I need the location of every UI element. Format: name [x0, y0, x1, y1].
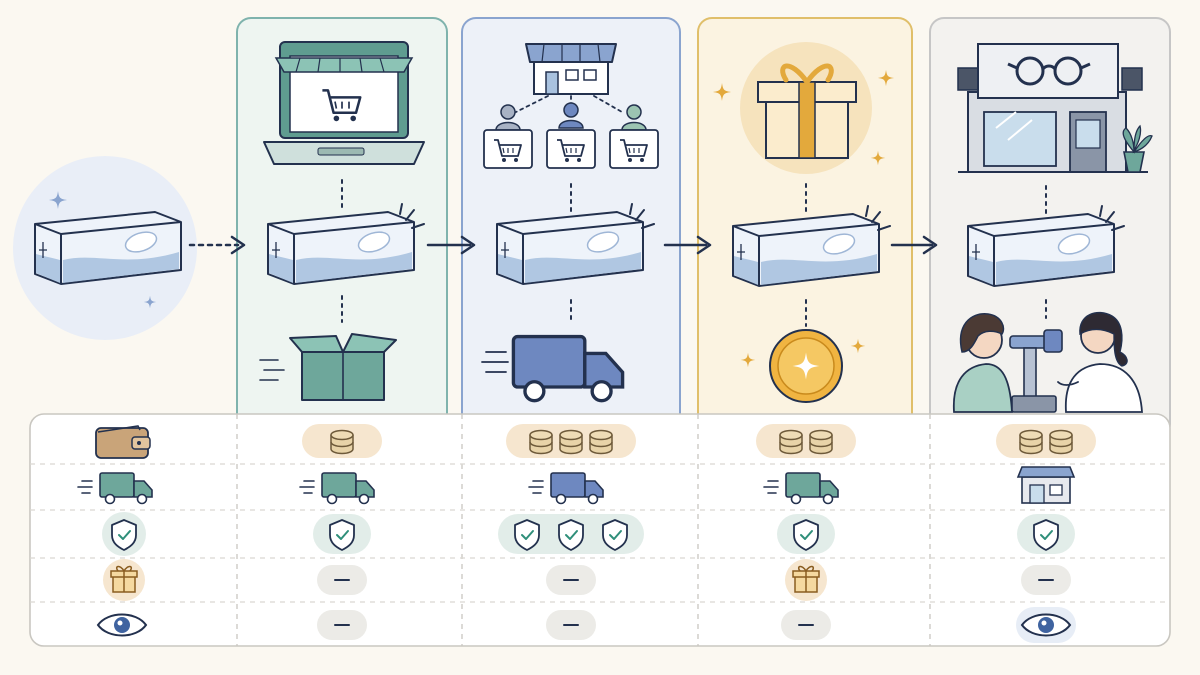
coin-stack-icon [809, 429, 833, 455]
optician-column [953, 43, 1153, 413]
lens-box-icon [34, 211, 182, 285]
eye-icon [97, 613, 147, 637]
lens-box-icon [496, 211, 644, 285]
wallet-icon [95, 425, 151, 459]
table-column-dividers [236, 414, 931, 646]
online-column [259, 41, 425, 401]
gold-coin-icon [769, 329, 843, 403]
lens-box-icon [732, 213, 880, 287]
flow-arrows [188, 235, 938, 255]
coin-stack-icon [1019, 429, 1043, 455]
coin-stack-icon [1049, 429, 1073, 455]
gift-icon [792, 565, 820, 593]
arrow-to-subscription [663, 235, 712, 255]
subscription-cost-pill [756, 424, 856, 458]
arrow-to-marketplace [426, 235, 476, 255]
subscription-column [713, 42, 895, 403]
comparison-table [29, 413, 1171, 647]
gift-icon [110, 565, 138, 593]
table-row-dividers [30, 463, 1170, 603]
table-cells [299, 424, 1096, 643]
coin-stack-icon [529, 429, 553, 455]
lens-box-icon [967, 213, 1115, 287]
arrow-to-optician [890, 235, 938, 255]
eye-icon [1021, 613, 1071, 637]
store-icon [1016, 466, 1076, 504]
coin-stack-icon [779, 429, 803, 455]
marketplace-column [481, 43, 659, 403]
laptop-shop-icon [263, 41, 425, 165]
storefront-icon [525, 43, 617, 95]
coin-stack-icon [559, 429, 583, 455]
optician-cost-pill [996, 424, 1096, 458]
coin-stack-icon [589, 429, 613, 455]
table-row-header-icons [77, 425, 153, 637]
coin-stack-icon [330, 429, 354, 455]
gift-box-icon [757, 63, 857, 159]
source-column [13, 156, 197, 340]
optician-store-icon [957, 43, 1148, 173]
open-parcel-icon [259, 333, 397, 401]
eye-exam-icon [953, 311, 1143, 413]
lens-box-icon [267, 211, 415, 285]
plant-icon [1122, 124, 1153, 173]
arrow-to-online [188, 235, 246, 255]
glasses-icon [1007, 56, 1091, 86]
